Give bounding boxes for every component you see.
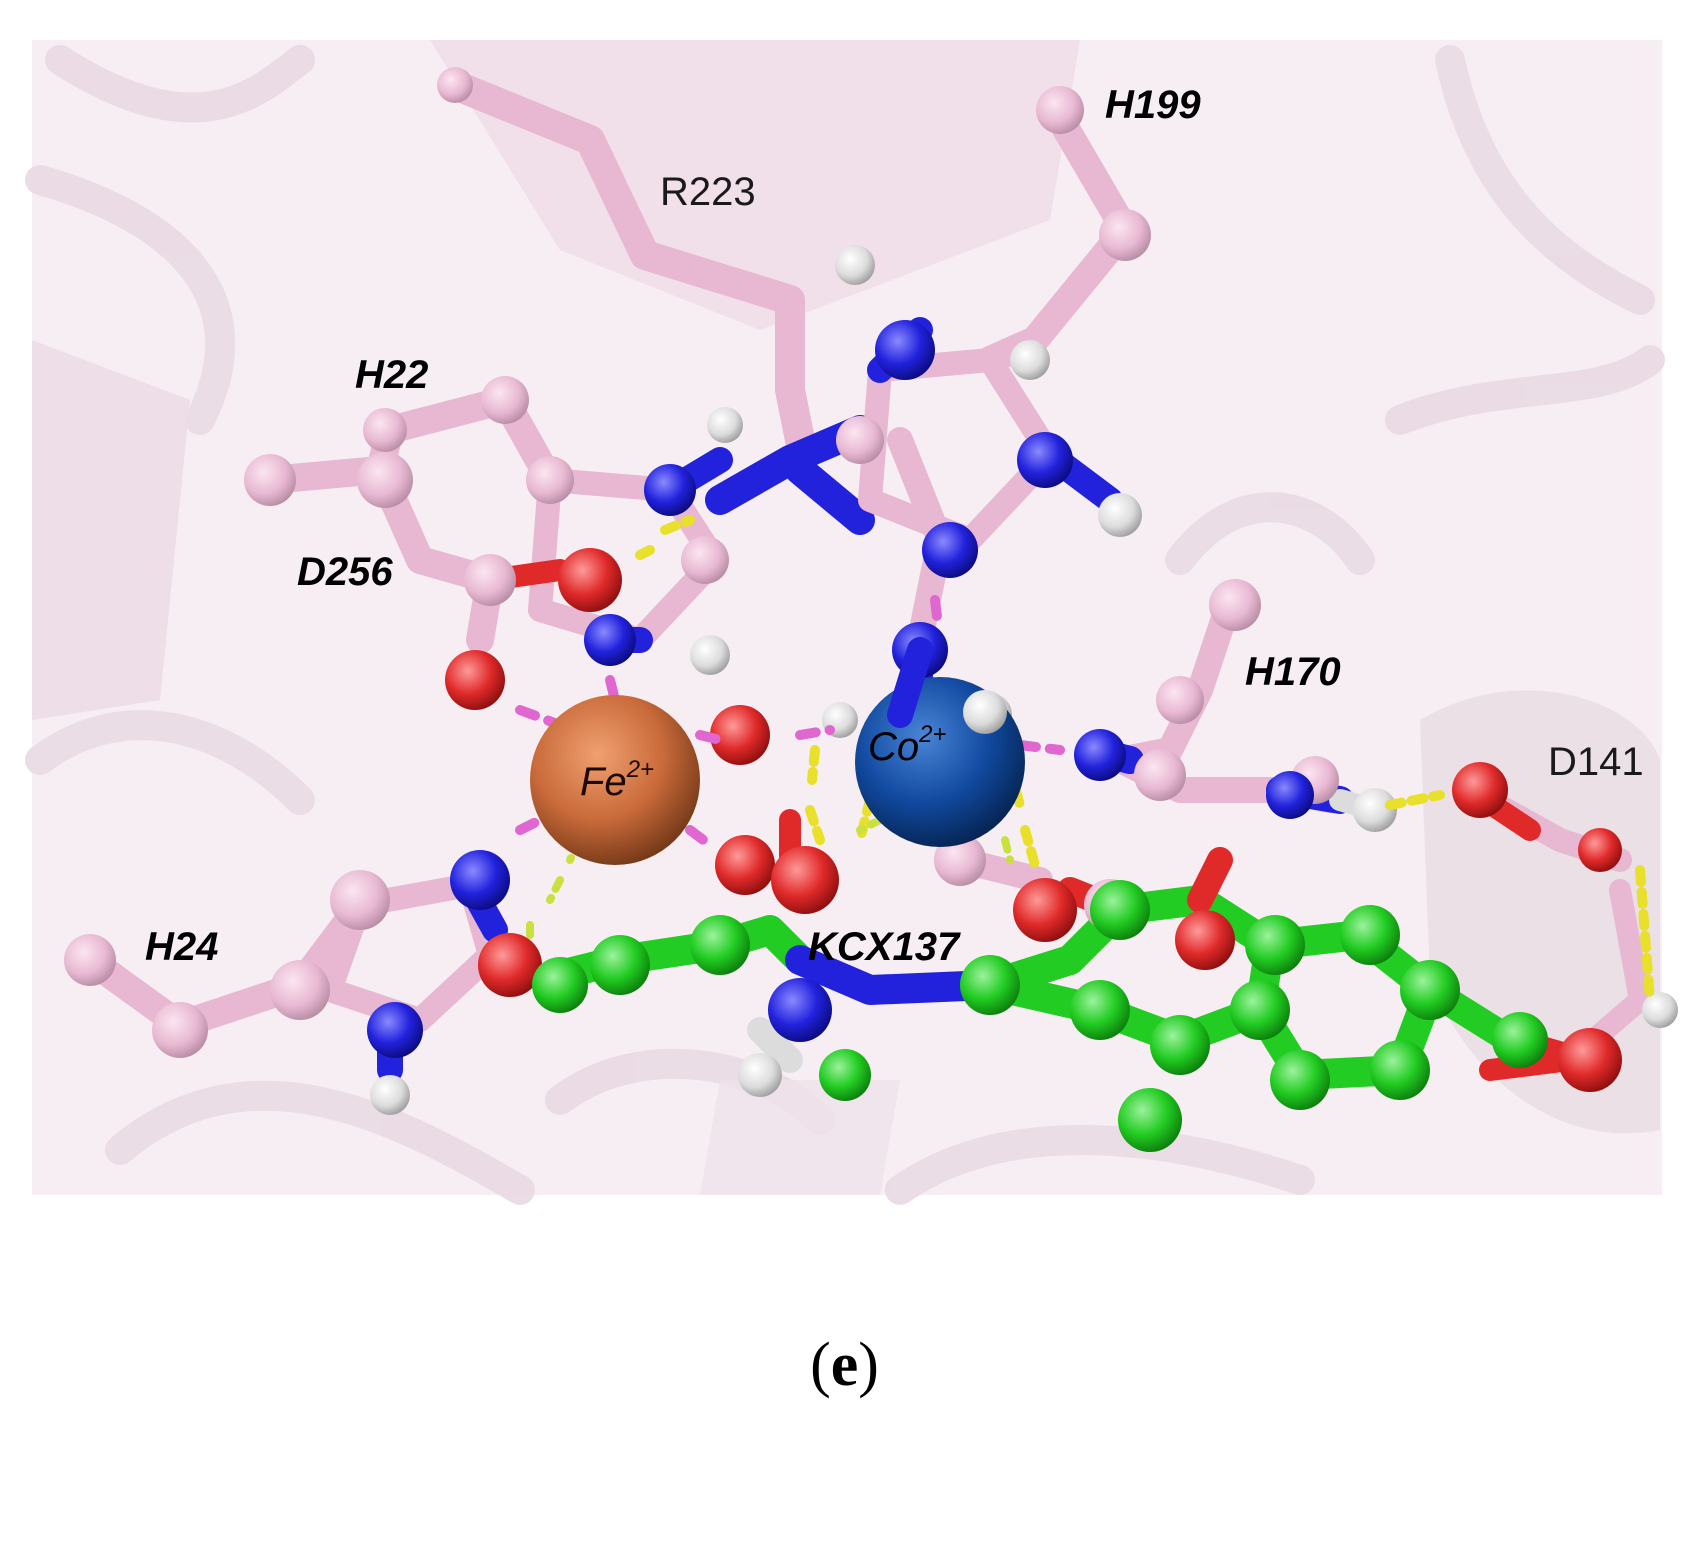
beta-sheet-arrow [430,40,1080,330]
helix-mid [700,1080,900,1195]
co-ion: Co2+ [855,637,1025,847]
residue-labels: R223 H199 H22 D256 H170 D141 H24 KCX137 [145,83,1644,969]
label-h22: H22 [355,353,428,397]
h199-ring [858,348,1062,552]
r223-sidechain [440,70,815,455]
label-kcx137: KCX137 [808,925,961,969]
label-d256: D256 [297,550,393,594]
label-h199: H199 [1105,83,1201,127]
h24-sidechain [76,891,374,1039]
panel-caption: (e) [810,1331,879,1399]
atoms [64,67,1678,1152]
label-h24: H24 [145,925,218,969]
fe-ion: Fe2+ [530,695,700,865]
d256-sidechain [366,456,504,654]
panel-label: e [830,1331,859,1399]
label-h170: H170 [1245,650,1341,694]
label-d141: D141 [1548,740,1644,784]
fe-label: Fe2+ [580,756,654,804]
helix-left [32,340,190,720]
h199-sidechain [976,96,1139,374]
molecular-structure-render: Fe2+ Co2+ R223 H199 H22 D256 H170 D141 H… [25,40,1678,1205]
label-r223: R223 [660,170,756,214]
co-label: Co2+ [868,721,947,769]
